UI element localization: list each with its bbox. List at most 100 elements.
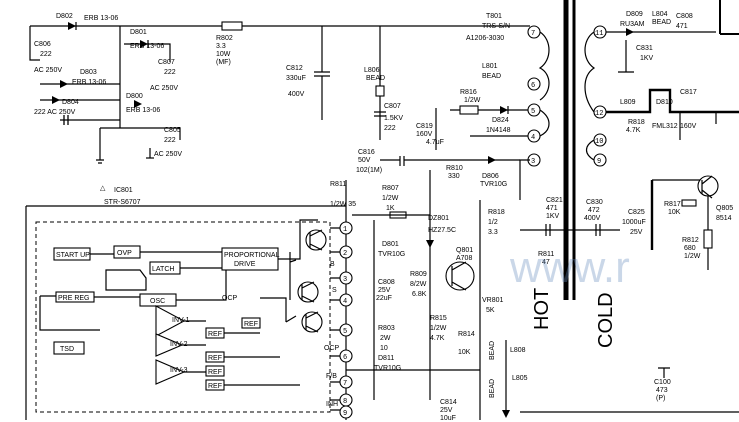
- c821-voltage: 1KV: [546, 213, 560, 220]
- r809-power: 8/2W: [410, 281, 427, 288]
- r815-value: 4.7K: [430, 335, 445, 342]
- c831-label: C831: [636, 45, 653, 52]
- t801-pin-9: 9: [597, 158, 601, 166]
- c830-label: C830: [586, 199, 603, 206]
- c812-value: 330uF: [286, 75, 306, 82]
- pin-label-s: S: [332, 287, 337, 294]
- ic801-pins: 1 2 3 4 5 6 7 8 9 B S OCP F/B INH: [324, 221, 353, 419]
- c100-type: (P): [656, 395, 665, 402]
- ref-block-4: REF: [208, 383, 222, 390]
- tsd-block: TSD: [60, 346, 74, 353]
- d800-part: ERB 13-06: [126, 107, 160, 114]
- c819-label: C819: [416, 123, 433, 130]
- l808-label: L808: [510, 347, 526, 354]
- q801-transistor: [445, 261, 475, 291]
- r818b-label: R818: [488, 209, 505, 216]
- ic-pin-9: 9: [343, 410, 347, 418]
- l804-value: BEAD: [652, 19, 671, 26]
- d824-label: D824: [492, 117, 509, 124]
- r810-value: 330: [448, 173, 460, 180]
- dz801-part: HZ27.5C: [428, 227, 456, 234]
- ic801-label: IC801: [114, 187, 133, 194]
- l805-label: L805: [512, 375, 528, 382]
- r812-value: 680: [684, 245, 696, 252]
- r807-label: R807: [382, 185, 399, 192]
- c825-value: 1000uF: [622, 219, 646, 226]
- d803-part: ERB 13-06: [72, 79, 106, 86]
- prop-drive-line1: PROPORTIONAL: [224, 252, 280, 259]
- t801-pin-7: 7: [531, 30, 535, 38]
- d801-part: ERB 13-06: [130, 43, 164, 50]
- r803-power: 2W: [380, 335, 391, 342]
- diode-d802-symbol: [68, 22, 76, 30]
- c830-voltage: 400V: [584, 215, 601, 222]
- l805-value: BEAD: [489, 379, 496, 398]
- ref-block-2: REF: [208, 355, 222, 362]
- r802-label: R802: [216, 35, 233, 42]
- ref-block-1: REF: [208, 331, 222, 338]
- pin-label-fb: F/B: [326, 373, 337, 380]
- r810-label: R810: [446, 165, 463, 172]
- d801b-part: TVR10G: [378, 251, 405, 258]
- t801-pin-12: 12: [595, 110, 603, 118]
- t801-pin-11: 11: [595, 30, 603, 38]
- d811-label: D811: [378, 355, 394, 362]
- c812-label: C812: [286, 65, 303, 72]
- r803-label: R803: [378, 325, 395, 332]
- c808b-voltage: 25V: [378, 287, 391, 294]
- r809-value: 6.8K: [412, 291, 427, 298]
- ic-pin-2: 2: [343, 250, 347, 258]
- c817-value: 160V: [680, 123, 697, 130]
- bridge-rectifier: D802 ERB 13-06 D801 ERB 13-06 C807 222 C…: [29, 13, 182, 164]
- ic-pin-5: 5: [343, 328, 347, 336]
- c807-label: C807: [158, 59, 175, 66]
- c825-label: C825: [628, 209, 645, 216]
- inv3-block: INV-3: [170, 367, 188, 374]
- dz801-label: DZ801: [428, 215, 449, 222]
- ic-pin-1: 1: [343, 226, 347, 234]
- c808-label: C808: [676, 13, 693, 20]
- l808-value: BEAD: [489, 341, 496, 360]
- d811-part: TVR10G: [374, 365, 401, 372]
- d809-label: D809: [626, 11, 643, 18]
- c816-voltage: 50V: [358, 157, 371, 164]
- c819-value: 4.7uF: [426, 139, 444, 146]
- r811-value: 1/2W 35: [330, 201, 356, 208]
- t801-part: TRS-S/N: [482, 23, 510, 30]
- t801-pin-10: 10: [595, 138, 603, 146]
- d810-label: D810: [656, 99, 673, 106]
- ic801-outline: [35, 221, 331, 413]
- r814-label: R814: [458, 331, 475, 338]
- c808-value: 471: [676, 23, 688, 30]
- r807-value: 1K: [386, 205, 395, 212]
- c825-voltage: 25V: [630, 229, 643, 236]
- r818b-power: 1/2: [488, 219, 498, 226]
- ref-block-5: REF: [244, 321, 258, 328]
- t801-pin-5: 5: [531, 108, 535, 116]
- c806-voltage: AC 250V: [34, 67, 62, 74]
- r812-power: 1/2W: [684, 253, 701, 260]
- inv1-block: INV-1: [172, 317, 190, 324]
- c821-value: 471: [546, 205, 558, 212]
- prop-drive-line2: DRIVE: [234, 261, 256, 268]
- d801-label: D801: [130, 29, 147, 36]
- start-up-block: START UP: [56, 252, 90, 259]
- r803-value: 10: [380, 345, 388, 352]
- ic801-part: STR-S6707: [104, 199, 141, 206]
- l801-label: L801: [482, 63, 498, 70]
- ic-pin-4: 4: [343, 298, 347, 306]
- r815-label: R815: [430, 315, 447, 322]
- osc-block: OSC: [150, 298, 165, 305]
- t801-label: T801: [486, 13, 502, 20]
- q805-label: Q805: [716, 205, 733, 212]
- d806-part: TVR10G: [480, 181, 507, 188]
- pin-label-inh: INH: [326, 401, 338, 408]
- cold-side-label: COLD: [595, 292, 617, 348]
- c821-label: C821: [546, 197, 563, 204]
- c816-label: C816: [358, 149, 375, 156]
- c819-voltage: 160V: [416, 131, 433, 138]
- inv2-block: INV-2: [170, 341, 188, 348]
- d802-label: D802: [56, 13, 73, 20]
- vr801-value: 5K: [486, 307, 495, 314]
- r802-type: (MF): [216, 59, 231, 66]
